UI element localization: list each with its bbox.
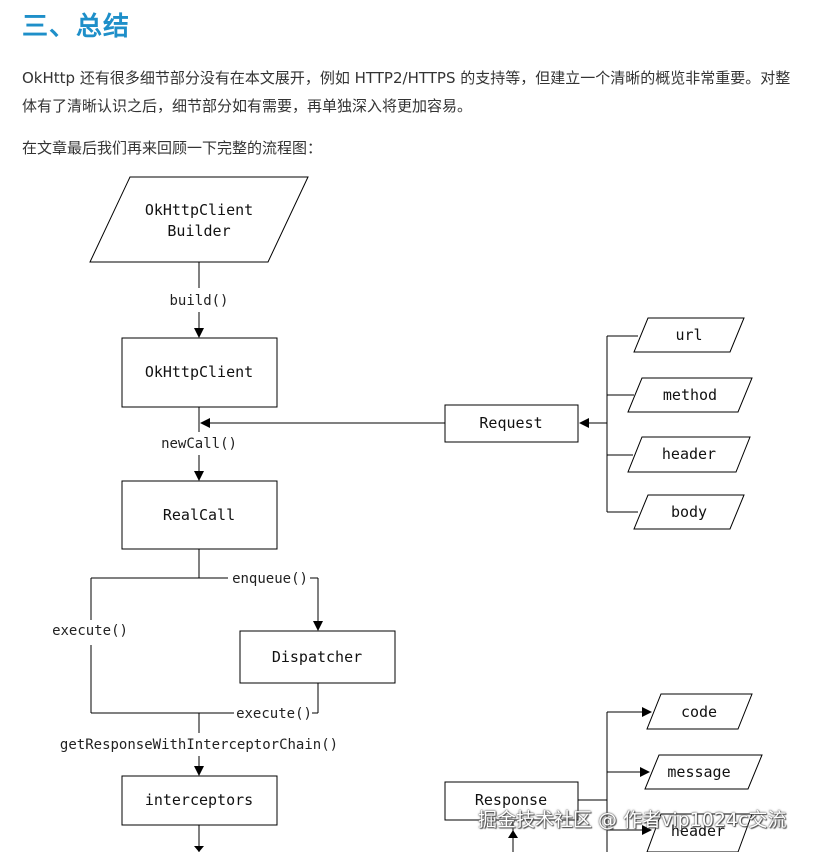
request-method-label: method — [663, 386, 717, 404]
interceptors-box-label: interceptors — [145, 791, 253, 809]
response-message-label: message — [667, 763, 730, 781]
request-box — [444, 404, 579, 443]
watermark-text: 掘金技术社区 @ 作者vip1024c交流 — [478, 809, 787, 831]
flow-diagram: OkHttpClient Builder build() OkHttpClien… — [52, 176, 763, 852]
request-header-shape — [627, 436, 751, 473]
realcall-box-label: RealCall — [163, 506, 235, 524]
chain-label: getResponseWithInterceptorChain() — [60, 737, 338, 753]
request-url-label: url — [675, 326, 702, 344]
client-box — [121, 337, 278, 408]
request-url-shape — [633, 317, 745, 353]
response-arrowhead — [508, 830, 518, 838]
interceptors-down-arrowhead — [194, 846, 204, 852]
response-box — [444, 781, 579, 821]
response-code-shape — [646, 693, 753, 730]
client-box-label: OkHttpClient — [145, 363, 253, 381]
response-header-shape — [646, 813, 753, 852]
enqueue-label: enqueue() — [232, 571, 308, 587]
request-body-shape — [633, 494, 745, 530]
dispatcher-box-label: Dispatcher — [272, 648, 362, 666]
response-message-shape — [644, 754, 763, 790]
builder-shape — [89, 176, 309, 263]
response-header-label: header — [671, 822, 725, 840]
response-box-label: Response — [475, 791, 547, 809]
request-body-label: body — [671, 503, 707, 521]
summary-paragraph: OkHttp 还有很多细节部分没有在本文展开，例如 HTTP2/HTTPS 的支… — [22, 69, 791, 115]
builder-label-line2: Builder — [167, 222, 230, 240]
newcall-label: newCall() — [161, 436, 237, 452]
request-box-label: Request — [479, 414, 542, 432]
interceptors-box — [121, 775, 278, 826]
execute-bottom-label: execute() — [236, 706, 312, 722]
build-label: build() — [169, 293, 228, 309]
request-header-label: header — [662, 445, 716, 463]
intro-paragraph: 在文章最后我们再来回顾一下完整的流程图： — [22, 139, 323, 157]
section-heading: 三、总结 — [22, 12, 131, 42]
builder-label-line1: OkHttpClient — [145, 201, 253, 219]
execute-left-label: execute() — [52, 623, 128, 639]
realcall-box — [121, 480, 278, 550]
response-code-label: code — [681, 703, 717, 721]
request-method-shape — [627, 377, 753, 413]
